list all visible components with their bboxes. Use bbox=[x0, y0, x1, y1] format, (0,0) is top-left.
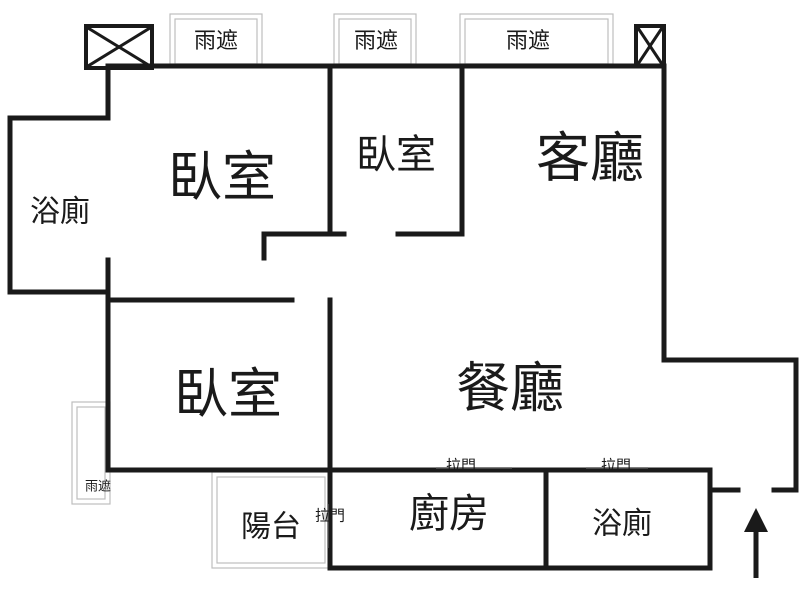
door-label-bathroom: 拉門 bbox=[601, 457, 631, 475]
sliding-door-marks bbox=[327, 467, 648, 548]
balcony-inner bbox=[216, 476, 326, 564]
room-label-balcony: 陽台 bbox=[241, 510, 301, 545]
room-label-bathroom-left: 浴廁 bbox=[30, 195, 90, 230]
door-label-balcony: 拉門 bbox=[315, 507, 345, 525]
room-label-living-room: 客廳 bbox=[536, 127, 644, 190]
door-label-kitchen: 拉門 bbox=[446, 457, 476, 475]
duct-box-left bbox=[84, 24, 154, 70]
room-label-kitchen: 廚房 bbox=[409, 491, 489, 537]
duct-box-right bbox=[634, 24, 666, 68]
room-label-bedroom-small: 臥室 bbox=[356, 132, 436, 178]
canopy-side-inner bbox=[76, 406, 106, 500]
walls bbox=[7, 63, 799, 571]
canopy-label-top-1: 雨遮 bbox=[194, 29, 238, 54]
room-label-bedroom-lower: 臥室 bbox=[174, 363, 282, 426]
canopy-outlines bbox=[71, 13, 614, 569]
canopy-label-top-2: 雨遮 bbox=[354, 29, 398, 54]
canopy-label-top-3: 雨遮 bbox=[506, 29, 550, 54]
canopy-label-side: 雨遮 bbox=[85, 479, 111, 495]
room-label-bathroom-right: 浴廁 bbox=[592, 507, 652, 542]
room-label-dining-room: 餐廳 bbox=[456, 357, 564, 420]
entrance-arrow-icon bbox=[744, 508, 768, 578]
room-label-bedroom-large: 臥室 bbox=[168, 146, 276, 209]
